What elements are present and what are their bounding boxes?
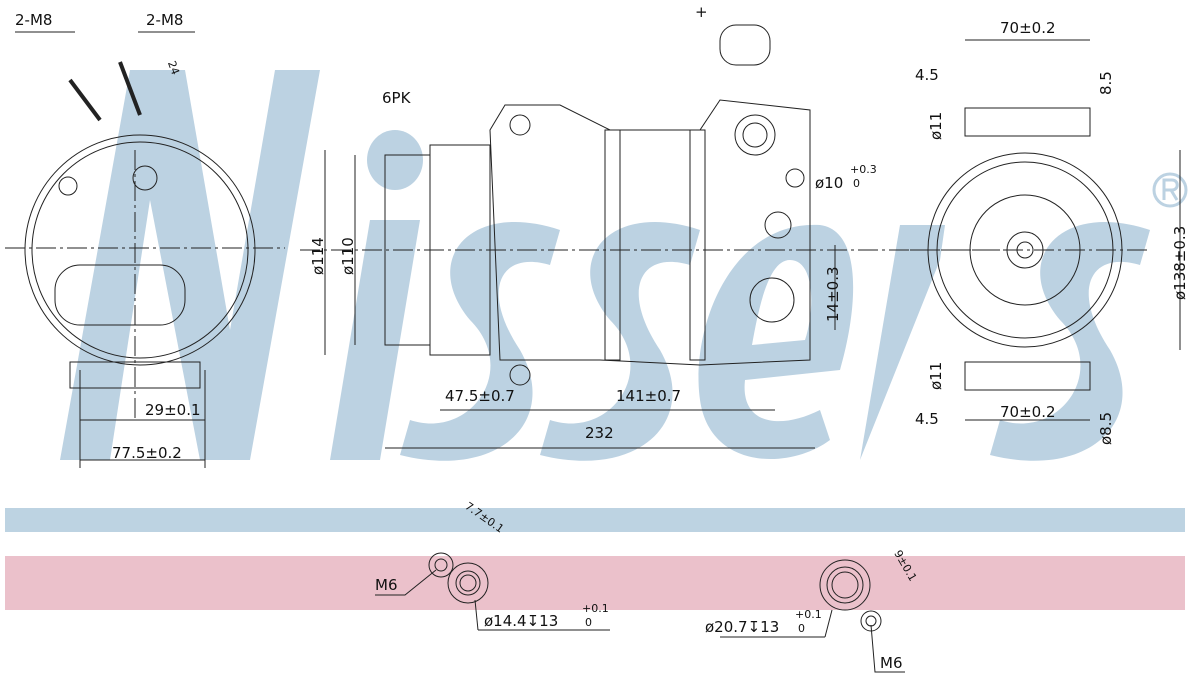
connector-plus: + <box>695 3 708 21</box>
port2-tol-lower: 0 <box>798 622 805 635</box>
watermark-letter-s1 <box>400 222 560 461</box>
front-view <box>300 24 1000 449</box>
port1-tol-upper: +0.1 <box>582 602 609 615</box>
bolt-label-1: 2-M8 <box>15 11 53 29</box>
watermark-letter-e <box>698 224 854 460</box>
port1-bore: ø14.4↧13 <box>484 612 559 630</box>
dim-29: 29±0.1 <box>145 401 201 419</box>
bot-70: 70±0.2 <box>1000 403 1056 421</box>
watermark-letter-s3 <box>990 222 1150 461</box>
port1-tol-lower: 0 <box>585 616 592 629</box>
pink-band <box>5 556 1185 610</box>
hole-tol-lower: 0 <box>853 177 860 190</box>
port2-bore: ø20.7↧13 <box>705 618 780 636</box>
dim-141: 141±0.7 <box>616 387 682 405</box>
dia-110: ø110 <box>339 237 357 275</box>
left-side-view <box>5 31 285 468</box>
port-detail-1 <box>375 552 610 631</box>
bolt-label-2: 2-M8 <box>146 11 184 29</box>
bot-8-5: ø8.5 <box>1097 411 1115 445</box>
top-70: 70±0.2 <box>1000 19 1056 37</box>
top-4-5: 4.5 <box>915 66 939 84</box>
bot-dia-11: ø11 <box>927 361 945 390</box>
hole-tol-upper: +0.3 <box>850 163 877 176</box>
dia-138: ø138±0.3 <box>1171 225 1189 300</box>
dia-114: ø114 <box>309 237 327 275</box>
watermark-letter-n2 <box>860 225 945 460</box>
dim-47-5: 47.5±0.7 <box>445 387 515 405</box>
blue-band <box>5 508 1185 532</box>
watermark-letter-i <box>330 220 420 460</box>
port2-tol-upper: +0.1 <box>795 608 822 621</box>
port-detail-2 <box>720 559 905 673</box>
watermark-letter-s2 <box>540 222 700 461</box>
dim-232: 232 <box>585 424 614 442</box>
port2-thread: M6 <box>880 654 903 672</box>
dim-14: 14±0.3 <box>824 266 842 322</box>
dim-77-5: 77.5±0.2 <box>112 444 182 462</box>
top-dia-11: ø11 <box>927 111 945 140</box>
bot-4-5: 4.5 <box>915 410 939 428</box>
registered-mark-icon <box>1152 172 1188 208</box>
pulley-label: 6PK <box>382 89 411 107</box>
rear-view <box>910 39 1181 421</box>
port1-thread: M6 <box>375 576 398 594</box>
top-8-5: 8.5 <box>1097 71 1115 95</box>
hole-dia: ø10 <box>815 174 844 192</box>
